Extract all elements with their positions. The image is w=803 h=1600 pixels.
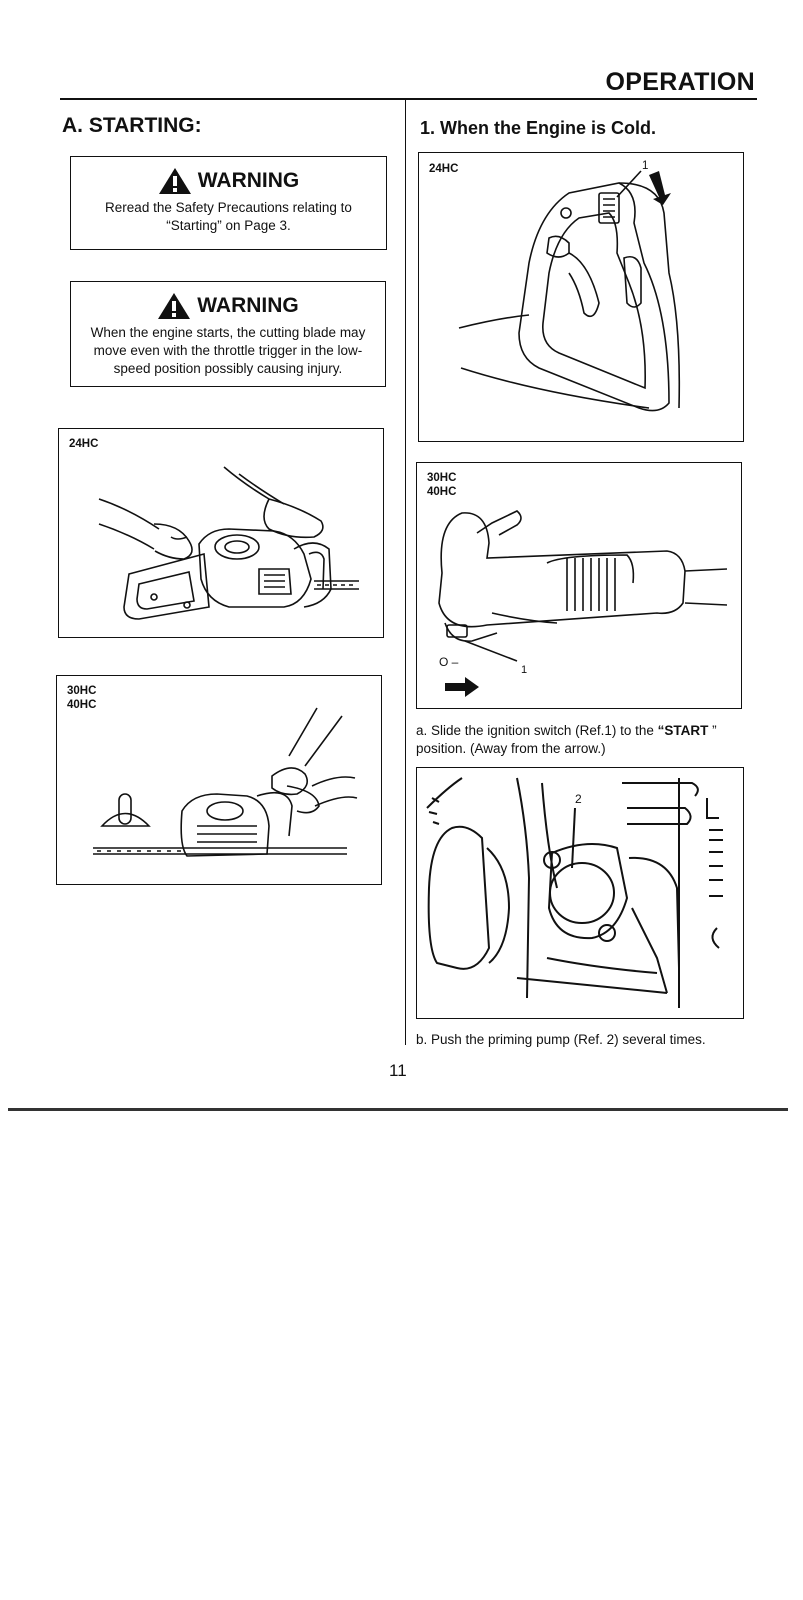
engine-cold-heading: 1. When the Engine is Cold. [420,118,657,138]
page-number: 11 [389,1061,407,1080]
arrow-icon [445,677,479,697]
warning-title: WARNING [197,169,300,192]
rear-handle-24hc-illustration [458,170,681,412]
warning-box-reread: WARNING Reread the Safety Precautions re… [70,156,387,250]
reference-number: 2 [575,792,582,806]
arrow-icon [649,171,671,205]
figure-24hc-ignition-switch: 24HC 1 [418,152,744,442]
warning-text: Reread the Safety Precautions relating t… [105,200,352,233]
figure-30hc-40hc-ignition-switch: 30HC 40HC O – 1 [416,462,742,709]
model-label: 30HC [67,685,97,697]
hedge-trimmer-30hc-illustration [93,707,358,857]
reference-number: 1 [521,664,528,676]
header-rule [60,98,757,100]
rear-handle-30hc-illustration [438,510,728,697]
step-a-caption: a. Slide the ignition switch (Ref.1) to … [416,723,717,756]
model-label: 30HC [427,472,457,484]
figure-24hc-starting: 24HC [58,428,384,638]
warning-text: When the engine starts, the cutting blad… [90,325,366,376]
step-b-caption: b. Push the priming pump (Ref. 2) severa… [416,1032,706,1047]
model-label: 40HC [67,699,97,711]
switch-position-marks: O – [439,655,459,669]
bottom-rule [8,1108,788,1111]
priming-pump-illustration [426,777,723,1008]
warning-triangle-icon [158,168,191,194]
figure-30hc-40hc-starting: 30HC 40HC [56,675,382,885]
column-divider [405,100,406,1045]
section-title: OPERATION [605,68,755,96]
warning-box-blade: WARNING When the engine starts, the cutt… [70,281,386,387]
starting-heading: A. STARTING: [62,114,202,137]
reference-number: 1 [642,160,649,172]
warning-triangle-icon [158,293,191,319]
hedge-trimmer-hands-illustration [98,466,359,620]
figure-priming-pump: 2 [416,767,744,1019]
model-label: 24HC [69,438,99,450]
model-label: 24HC [429,163,459,175]
warning-title: WARNING [197,294,299,317]
model-label: 40HC [427,486,457,498]
